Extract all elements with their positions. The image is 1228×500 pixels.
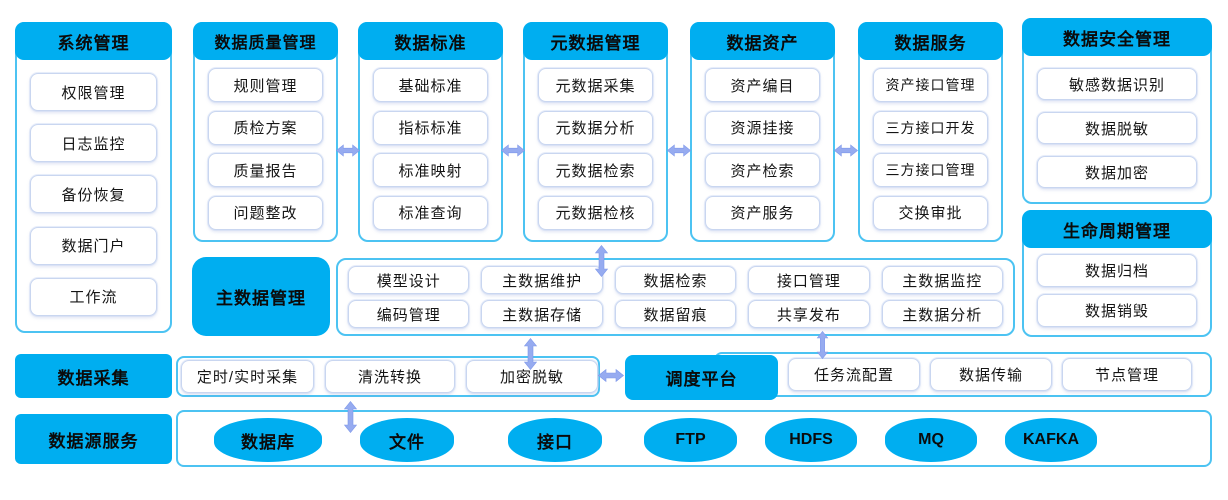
module-data-standard: 数据标准 基础标准 指标标准 标准映射 标准查询	[358, 22, 503, 242]
scheduler-item-panel: 任务流配置 数据传输 节点管理	[714, 352, 1212, 397]
module-item: 资产接口管理	[873, 68, 988, 103]
module-item: 资源挂接	[705, 110, 820, 145]
module-item: 基础标准	[373, 68, 488, 103]
module-item: 定时/实时采集	[181, 360, 314, 393]
module-title: 数据安全管理	[1022, 18, 1212, 56]
module-item: 元数据检索	[538, 153, 653, 188]
module-item: 问题整改	[208, 195, 323, 230]
module-item-list: 敏感数据识别 数据脱敏 数据加密	[1024, 56, 1210, 200]
module-item: 标准查询	[373, 195, 488, 230]
module-item: 资产检索	[705, 153, 820, 188]
double-arrow-horizontal-icon	[336, 143, 360, 158]
module-item: 备份恢复	[30, 175, 157, 214]
datasource-cylinder: KAFKA	[1005, 418, 1097, 462]
module-item: 元数据分析	[538, 110, 653, 145]
module-title: 数据服务	[858, 22, 1003, 60]
double-arrow-horizontal-icon	[834, 143, 858, 158]
module-item: 主数据监控	[881, 266, 1003, 294]
double-arrow-vertical-icon	[343, 401, 358, 433]
module-item: 清洗转换	[325, 360, 455, 393]
module-item: 共享发布	[748, 300, 870, 328]
module-item: 质量报告	[208, 153, 323, 188]
module-title: 生命周期管理	[1022, 210, 1212, 248]
module-system-management: 系统管理 权限管理 日志监控 备份恢复 数据门户 工作流	[15, 22, 172, 333]
module-item: 三方接口管理	[873, 153, 988, 188]
double-arrow-vertical-icon	[594, 245, 609, 277]
module-data-quality-management: 数据质量管理 规则管理 质检方案 质量报告 问题整改	[193, 22, 338, 242]
datasource-cylinder: FTP	[644, 418, 737, 462]
module-item: 资产服务	[705, 195, 820, 230]
datasource-cylinder: MQ	[885, 418, 977, 462]
module-item: 交换审批	[873, 195, 988, 230]
module-data-security-management: 数据安全管理 敏感数据识别 数据脱敏 数据加密	[1022, 18, 1212, 204]
module-scheduler-platform: 调度平台	[625, 355, 778, 400]
module-item: 数据销毁	[1037, 293, 1197, 327]
module-title: 系统管理	[15, 22, 172, 60]
module-item: 主数据维护	[481, 266, 603, 294]
module-item: 标准映射	[373, 153, 488, 188]
module-lifecycle-management: 生命周期管理 数据归档 数据销毁	[1022, 210, 1212, 337]
module-item: 编码管理	[348, 300, 470, 328]
module-metadata-management: 元数据管理 元数据采集 元数据分析 元数据检索 元数据检核	[523, 22, 668, 242]
module-item: 主数据存储	[481, 300, 603, 328]
module-item: 权限管理	[30, 73, 157, 112]
module-item: 资产编目	[705, 68, 820, 103]
double-arrow-horizontal-icon	[501, 143, 525, 158]
module-item: 三方接口开发	[873, 110, 988, 145]
module-item: 数据门户	[30, 226, 157, 265]
module-item: 任务流配置	[788, 358, 920, 391]
module-item: 数据检索	[614, 266, 737, 294]
module-item: 指标标准	[373, 110, 488, 145]
module-item: 敏感数据识别	[1037, 68, 1197, 100]
datasource-cylinder: 数据库	[214, 418, 322, 462]
module-item-list: 规则管理 质检方案 质量报告 问题整改	[195, 60, 336, 238]
module-item: 节点管理	[1062, 358, 1192, 391]
module-title: 数据资产	[690, 22, 835, 60]
module-item: 数据归档	[1037, 254, 1197, 288]
module-title: 元数据管理	[523, 22, 668, 60]
module-item: 数据脱敏	[1037, 112, 1197, 144]
module-data-service: 数据服务 资产接口管理 三方接口开发 三方接口管理 交换审批	[858, 22, 1003, 242]
module-item: 数据加密	[1037, 156, 1197, 188]
module-item: 质检方案	[208, 110, 323, 145]
module-item-list: 权限管理 日志监控 备份恢复 数据门户 工作流	[17, 60, 170, 329]
datasource-panel: 数据库 文件 接口 FTP HDFS MQ KAFKA	[176, 410, 1212, 467]
module-item: 元数据检核	[538, 195, 653, 230]
module-item: 规则管理	[208, 68, 323, 103]
module-item: 模型设计	[348, 266, 470, 294]
module-item: 日志监控	[30, 124, 157, 163]
master-data-item-panel: 模型设计 主数据维护 数据检索 接口管理 主数据监控 编码管理 主数据存储 数据…	[336, 258, 1015, 336]
module-item: 接口管理	[748, 266, 870, 294]
module-title: 数据标准	[358, 22, 503, 60]
datasource-cylinder: HDFS	[765, 418, 857, 462]
module-item: 工作流	[30, 277, 157, 316]
module-data-collection: 数据采集	[15, 354, 172, 398]
module-master-data-management: 主数据管理	[192, 257, 330, 336]
module-item: 元数据采集	[538, 68, 653, 103]
module-data-asset: 数据资产 资产编目 资源挂接 资产检索 资产服务	[690, 22, 835, 242]
module-item: 主数据分析	[881, 300, 1003, 328]
module-datasource-service: 数据源服务	[15, 414, 172, 464]
module-item: 数据传输	[930, 358, 1052, 391]
double-arrow-horizontal-icon	[598, 368, 624, 383]
module-item: 数据留痕	[614, 300, 737, 328]
datasource-cylinder: 文件	[360, 418, 454, 462]
module-item-list: 资产编目 资源挂接 资产检索 资产服务	[692, 60, 833, 238]
double-arrow-horizontal-icon	[667, 143, 691, 158]
double-arrow-vertical-icon	[523, 338, 538, 370]
module-item-list: 数据归档 数据销毁	[1024, 248, 1210, 333]
module-item-list: 基础标准 指标标准 标准映射 标准查询	[360, 60, 501, 238]
module-item-list: 元数据采集 元数据分析 元数据检索 元数据检核	[525, 60, 666, 238]
module-item-list: 资产接口管理 三方接口开发 三方接口管理 交换审批	[860, 60, 1001, 238]
module-title: 数据质量管理	[193, 22, 338, 60]
double-arrow-vertical-icon	[815, 331, 830, 359]
datasource-cylinder: 接口	[508, 418, 602, 462]
